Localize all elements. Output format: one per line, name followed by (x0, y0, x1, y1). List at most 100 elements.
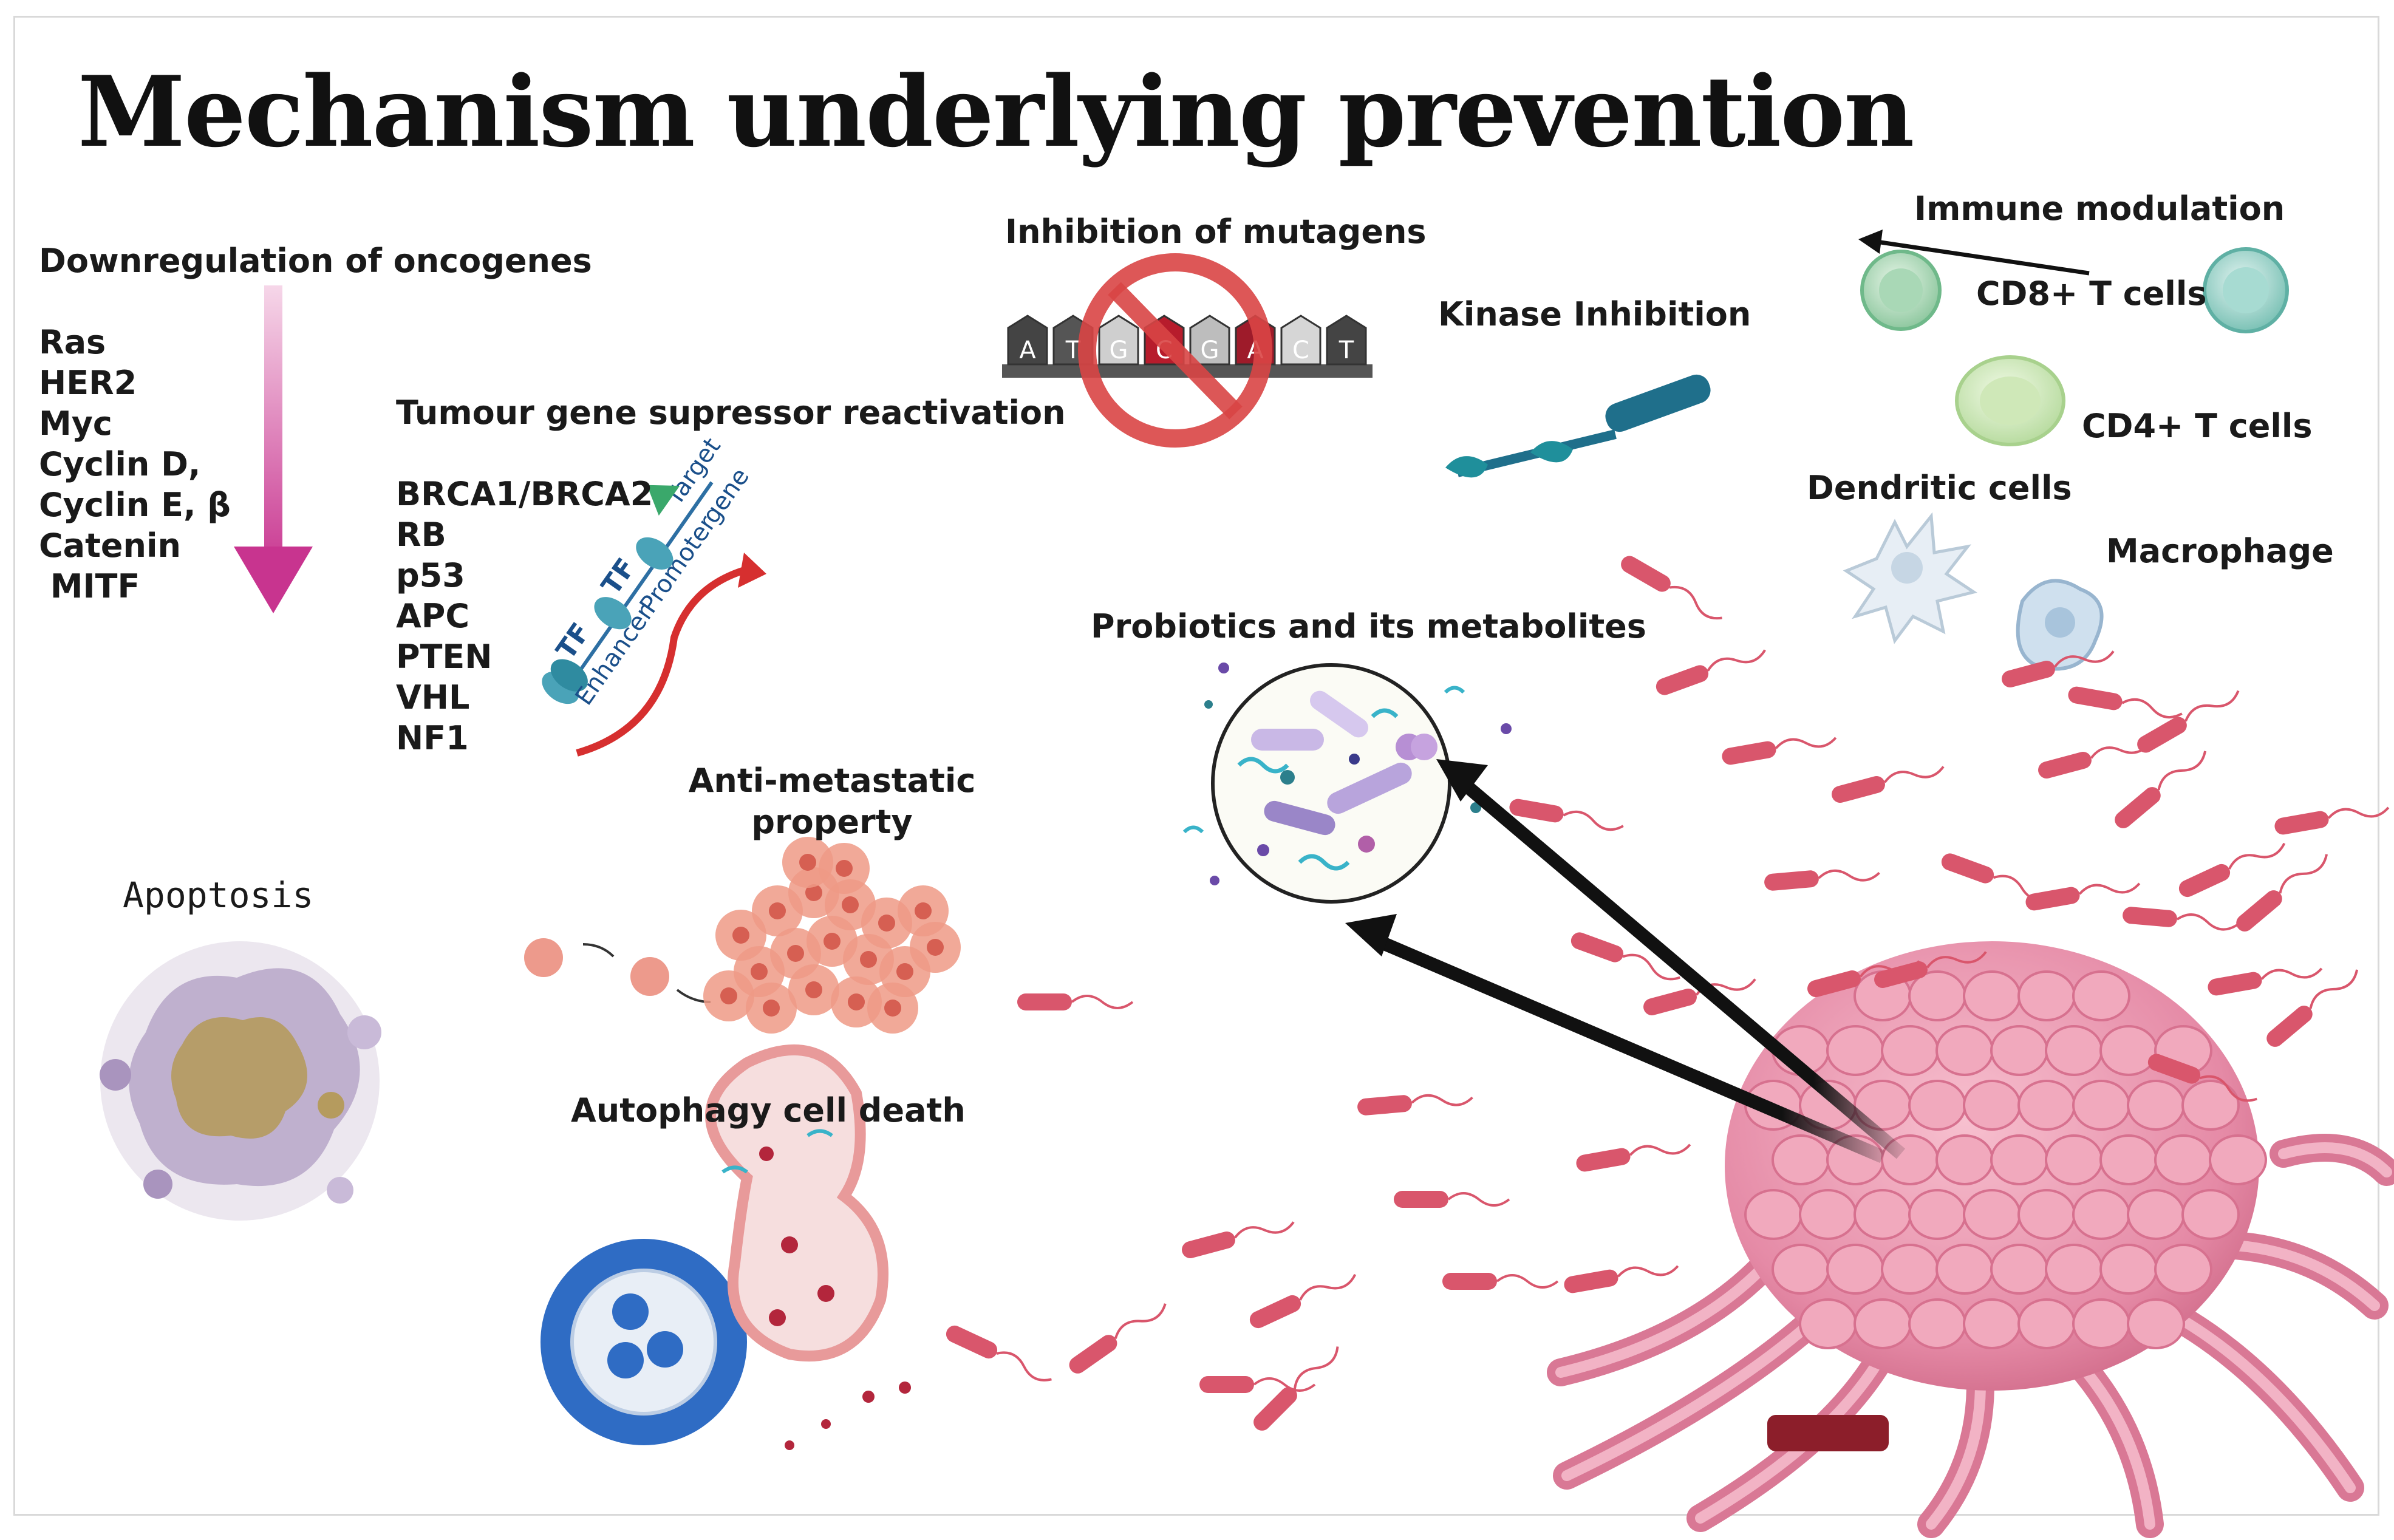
bacterium-icon (2002, 650, 2115, 688)
dendritic-label: Dendritic cells (1807, 469, 2072, 507)
tumor-lobe (1963, 970, 2021, 1021)
bacterium-icon (2178, 842, 2286, 898)
tumor-cell-nucleus (787, 945, 804, 962)
tumor-lobe (2099, 1134, 2158, 1185)
tumor-cell-nucleus (878, 915, 895, 932)
downregulation-arrow-icon (234, 285, 313, 613)
bacterium-icon (2274, 806, 2390, 835)
mutagens-heading: Inhibition of mutagens (1005, 213, 1427, 251)
oncogene-item: HER2 (39, 364, 137, 402)
bacterium-icon (1253, 1346, 1339, 1431)
probiotic-arrow (1436, 759, 1906, 1159)
tumor-cell-nucleus (842, 896, 859, 913)
tumor-cell-nucleus (805, 884, 822, 901)
bacterium-icon (1564, 1265, 1679, 1293)
tumor-lobe (1826, 1025, 1884, 1076)
dendritic-cell-icon (1843, 512, 1978, 644)
suppressor-item: VHL (396, 678, 470, 717)
tumor-lobe (2127, 1080, 2185, 1131)
bacterium-icon (1807, 960, 1920, 998)
bacterium-icon (946, 1325, 1052, 1382)
bacterium-icon (2068, 686, 2183, 719)
macrophage-label: Macrophage (2106, 532, 2334, 570)
bacterium-icon (1357, 1094, 1473, 1116)
tumor-lobe (1908, 1298, 1966, 1349)
probiotics-heading: Probiotics and its metabolites (1091, 607, 1646, 646)
suppressor-item: NF1 (396, 719, 469, 757)
tumor-lobe (1772, 1134, 1830, 1185)
oncogene-item: Cyclin E, β (39, 486, 231, 524)
tumor-lobe (1853, 1189, 1912, 1240)
tumor-lobe (2017, 970, 2076, 1021)
cd8-t-cell-icon (1860, 250, 1942, 331)
metastatic-cells-icon (524, 837, 961, 1034)
tumor-cell-nucleus (805, 981, 822, 998)
suppressor-item: BRCA1/BRCA2 (396, 475, 653, 513)
bacterium-icon (2236, 854, 2328, 932)
tumor-lobe (1963, 1298, 2021, 1349)
tumor-lobe (2045, 1134, 2103, 1185)
tumor-illustration (1547, 941, 2394, 1538)
bacterium-icon (1394, 1191, 1510, 1208)
kinase-inhibitor-icon (1445, 374, 1711, 478)
tumor-cell-nucleus (915, 902, 932, 919)
kinase-heading: Kinase Inhibition (1438, 295, 1751, 333)
tumor-cell-nucleus (824, 933, 841, 950)
tumor-lobe (2072, 1189, 2130, 1240)
tumor-lobe (1963, 1189, 2021, 1240)
tumor-lobe (2017, 1189, 2076, 1240)
apoptosis-cell-icon (100, 941, 381, 1221)
oncogene-item: Ras (39, 323, 106, 361)
tumor-lobe (2181, 1080, 2240, 1131)
autophagy-heading: Autophagy cell death (571, 1091, 966, 1129)
bacterium-icon (2147, 1054, 2257, 1102)
tumor-lobe (2154, 1134, 2212, 1185)
tumor-lobe (2099, 1025, 2158, 1076)
cd8-t-cell-icon (2203, 247, 2289, 333)
suppressor-item: RB (396, 516, 446, 554)
immune-heading: Immune modulation (1914, 189, 2285, 228)
tumor-cell-nucleus (720, 987, 737, 1004)
oncogene-item: Catenin (39, 526, 181, 565)
tumor-lobe (1799, 1189, 1857, 1240)
bacterium-icon (1621, 556, 1722, 620)
bacterium-icon (1764, 869, 1880, 891)
dna-base-letter: T (1339, 336, 1354, 364)
tumor-lobe (2045, 1025, 2103, 1076)
tumor-lobe (2127, 1189, 2185, 1240)
tumor-lobe (1935, 1244, 1994, 1295)
cd4-label: CD4+ T cells (2082, 407, 2313, 445)
tumor-lobe (1853, 1298, 1912, 1349)
suppressor-list: BRCA1/BRCA2 RB p53 APC PTEN VHL NF1 (396, 474, 653, 758)
bacterium-icon (1182, 1221, 1295, 1259)
antimetastatic-heading-line2: property (751, 803, 913, 841)
figure-border (13, 16, 2379, 1516)
probiotics-illustration (1182, 663, 1512, 904)
suppressor-heading: Tumour gene supressor reactivation (396, 394, 1066, 432)
tumor-lobe (1990, 1025, 2048, 1076)
tumor-lobe (1772, 1244, 1830, 1295)
bacterium-icon (2115, 751, 2207, 828)
tumor-cell-nucleus (836, 860, 853, 877)
bacterium-icon (2208, 967, 2323, 996)
tumor-lobe (2072, 1080, 2130, 1131)
bacterium-icon (1874, 951, 1987, 989)
dna-base-letter: G (1201, 336, 1219, 364)
tumor-lobe (2209, 1134, 2267, 1185)
tumor-lobe (2072, 970, 2130, 1021)
immune-modulation-arrow (1858, 230, 2090, 276)
tumor-lobe (1881, 1025, 1939, 1076)
bacterium-icon (1249, 1273, 1357, 1329)
tumor-cell-nucleus (769, 902, 786, 919)
tumor-lobe (2181, 1189, 2240, 1240)
bacterium-icon (1442, 1273, 1559, 1290)
suppressor-item: p53 (396, 556, 465, 595)
tumor-lobe (2017, 1080, 2076, 1131)
bacterium-icon (1722, 737, 1837, 765)
tumor-cell-nucleus (732, 927, 749, 944)
tumor-cell-nucleus (848, 993, 865, 1010)
tumor-lobe (1935, 1134, 1994, 1185)
tumor-lobe (1935, 1025, 1994, 1076)
